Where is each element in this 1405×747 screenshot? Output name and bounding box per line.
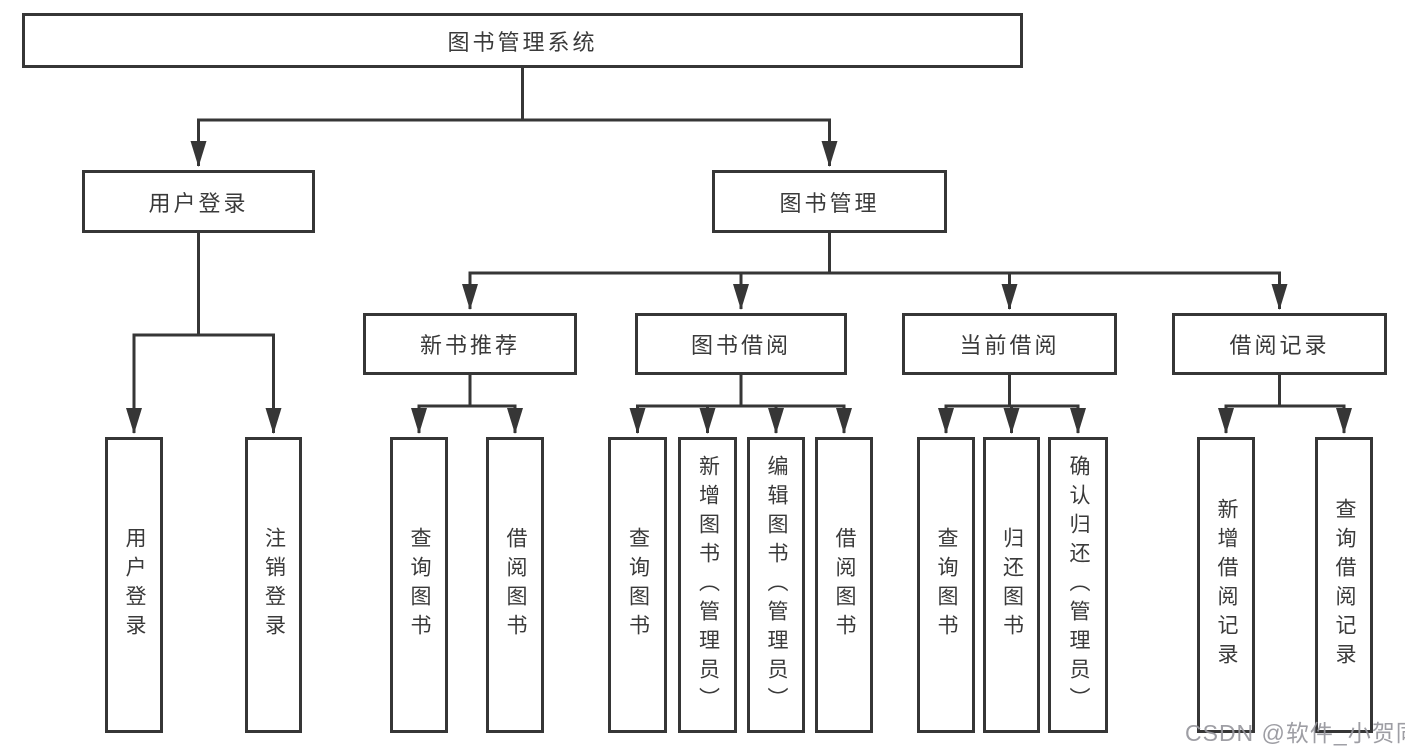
connector-root-to-level1 [190,65,838,167]
leaf-records-add-borrow-record: 新增借阅记录 [1197,437,1255,733]
leaf-borrow-borrow-books: 借阅图书 [815,437,873,733]
csdn-watermark: CSDN @软件_小贺同学 [1185,720,1405,746]
leaf-newbook-query-books: 查询图书 [390,437,448,733]
node-book-borrow: 图书借阅 [635,313,847,375]
connector-book-borrow-to-leaves [629,372,852,434]
node-root-library-management-system: 图书管理系统 [22,13,1023,68]
node-new-book-recommend: 新书推荐 [363,313,577,375]
node-user-login: 用户登录 [82,170,315,233]
leaf-borrow-add-books-admin: 新增图书（管理员） [678,437,737,733]
connector-borrow-records-to-leaves [1218,372,1352,434]
leaf-logout-login: 注销登录 [245,437,302,733]
leaf-user-login: 用户登录 [105,437,163,733]
connector-new-book-to-leaves [411,372,523,434]
connector-book-mgmt-to-level2 [462,230,1288,310]
leaf-records-query-borrow-record: 查询借阅记录 [1315,437,1373,733]
leaf-newbook-borrow-books: 借阅图书 [486,437,544,733]
leaf-borrow-query-books: 查询图书 [608,437,667,733]
leaf-current-confirm-return-admin: 确认归还（管理员） [1048,437,1108,733]
node-book-management: 图书管理 [712,170,947,233]
connector-current-borrow-to-leaves [938,372,1086,434]
leaf-borrow-edit-books-admin: 编辑图书（管理员） [747,437,805,733]
node-borrow-records: 借阅记录 [1172,313,1387,375]
connector-user-login-to-leaves [126,230,282,434]
node-current-borrow: 当前借阅 [902,313,1117,375]
leaf-current-query-books: 查询图书 [917,437,975,733]
leaf-current-return-books: 归还图书 [983,437,1040,733]
